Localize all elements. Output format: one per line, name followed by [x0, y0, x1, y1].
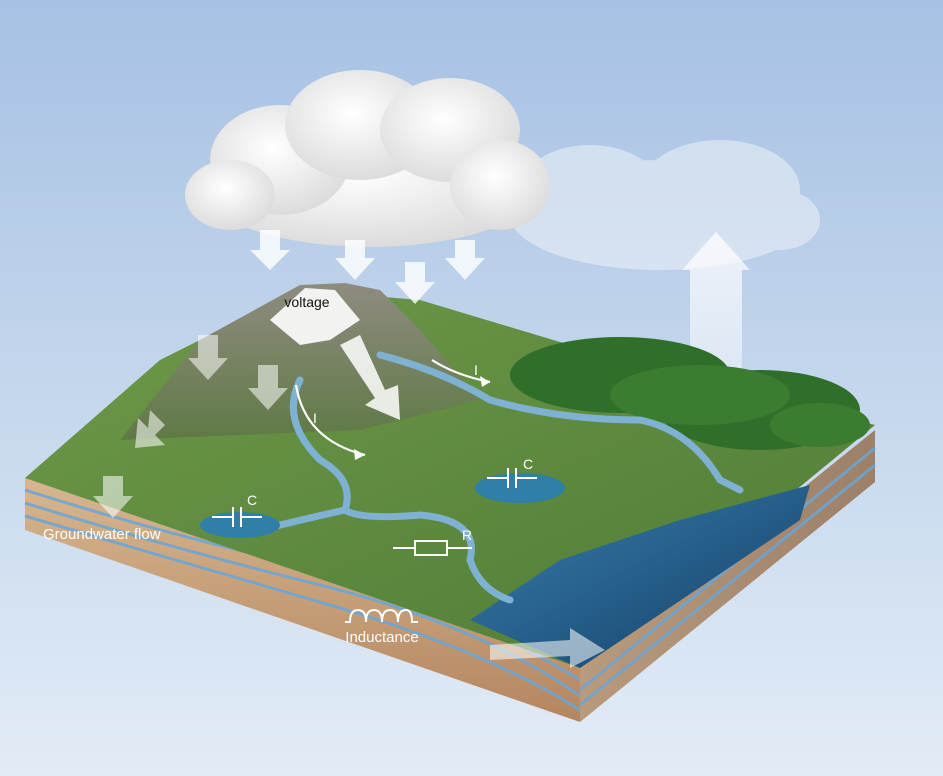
precipitation-arrows: [250, 230, 485, 304]
outflow-arrow: [490, 628, 605, 668]
precip-arrow-2: [335, 240, 375, 280]
resistor-label: R: [462, 527, 472, 543]
runoff-arrow-3: [135, 410, 165, 448]
precip-arrow-1: [250, 230, 290, 270]
runoff-arrow-1: [188, 335, 228, 380]
current-arrow-left: [294, 384, 366, 457]
soil-front-left: [25, 478, 580, 722]
runoff-arrow-4: [93, 476, 133, 518]
forest: [510, 337, 870, 450]
precip-arrow-4: [445, 240, 485, 280]
capacitor-label-right: C: [523, 456, 533, 472]
current-label-upper: I: [474, 362, 478, 378]
capacitor-symbol-right: [487, 468, 537, 488]
capacitor-label-left: C: [247, 492, 257, 508]
current-label-left: I: [313, 410, 317, 426]
current-arrowhead-left: [354, 449, 365, 460]
faint-cloud: [510, 140, 820, 270]
voltage-label: voltage: [284, 294, 329, 310]
rain-cloud: [185, 70, 550, 247]
runoff-arrow-2: [248, 365, 288, 410]
sea: [470, 485, 810, 668]
precip-arrow-3: [395, 262, 435, 304]
runoff-arrows: [93, 335, 400, 518]
inductor-symbol: [345, 608, 418, 623]
current-arrowhead-upper: [480, 376, 490, 387]
lake-right: [475, 473, 565, 503]
groundwater-flow-label: Groundwater flow: [43, 526, 161, 543]
capacitor-symbol-left: [212, 507, 262, 527]
inductance-label: Inductance: [345, 629, 418, 646]
resistor-symbol: [393, 540, 472, 556]
runoff-arrow-main: [340, 335, 400, 420]
